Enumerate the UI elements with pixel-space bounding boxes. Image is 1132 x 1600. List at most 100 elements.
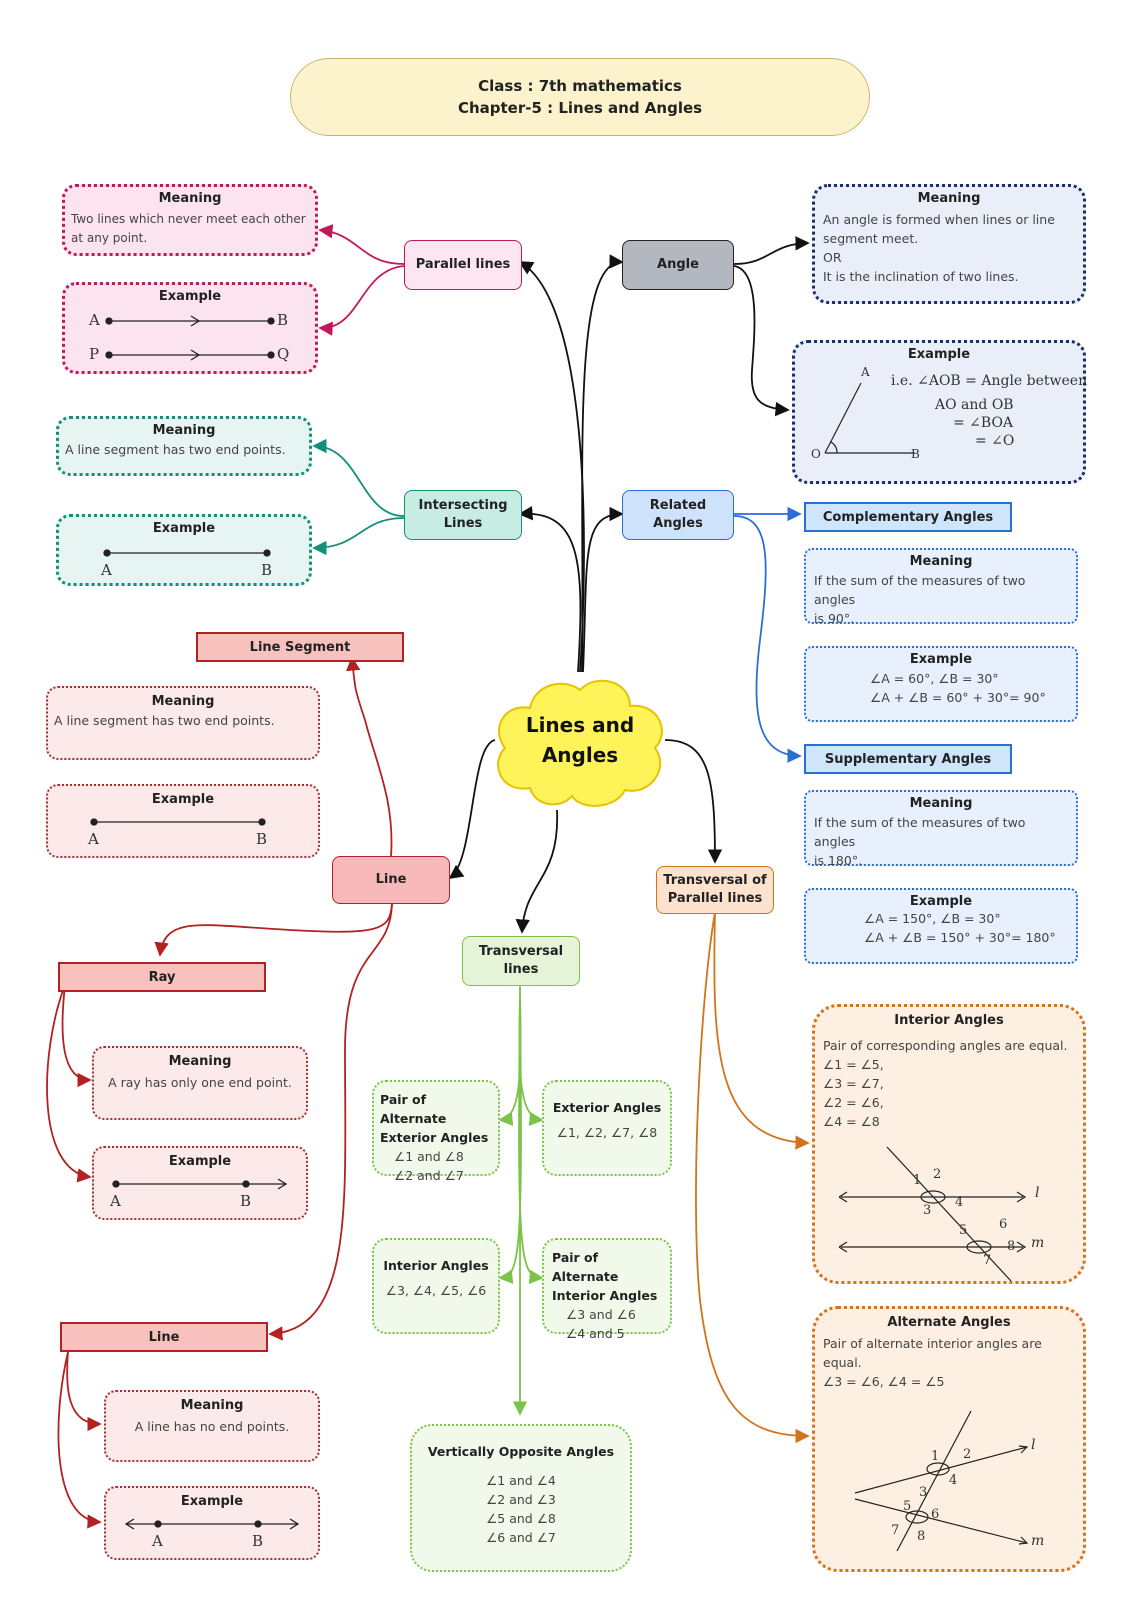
node-line[interactable]: Line bbox=[332, 856, 450, 904]
interior-angles-small-box: Interior Angles ∠3, ∠4, ∠5, ∠6 bbox=[372, 1238, 500, 1334]
ray-example-title: Example bbox=[168, 1154, 232, 1169]
center-topic: Lines and Angles bbox=[505, 710, 655, 770]
angle-example-line2: AO and OB bbox=[935, 397, 1014, 413]
transversal-figure-alternate bbox=[854, 1410, 1029, 1552]
parallel-label-b: B bbox=[277, 311, 289, 329]
supplementary-example-box: Example ∠A = 150°, ∠B = 30° ∠A + ∠B = 15… bbox=[804, 888, 1078, 964]
complementary-example-box: Example ∠A = 60°, ∠B = 30° ∠A + ∠B = 60°… bbox=[804, 646, 1078, 722]
vertical-opposite-line3: ∠5 and ∠8 bbox=[486, 1511, 556, 1526]
parallel-label-a: A bbox=[89, 311, 100, 329]
intersecting-meaning-text: A line segment has two end points. bbox=[65, 442, 286, 457]
alt-exterior-line2: ∠2 and ∠7 bbox=[394, 1168, 464, 1183]
alternate-angles-line1: Pair of alternate interior angles are bbox=[823, 1336, 1042, 1351]
line-segment-meaning-title: Meaning bbox=[151, 694, 215, 709]
supplementary-header[interactable]: Supplementary Angles bbox=[804, 744, 1012, 774]
intersecting-example-box: Example A B bbox=[56, 514, 312, 586]
node-transversal-lines[interactable]: Transversal lines bbox=[462, 936, 580, 986]
int-fig-line-m: m bbox=[1031, 1235, 1045, 1251]
complementary-meaning-title: Meaning bbox=[909, 554, 973, 569]
line-sub-example-box: Example A B bbox=[104, 1486, 320, 1560]
exterior-angles-title: Exterior Angles bbox=[552, 1100, 662, 1115]
alt-interior-title-1: Pair of Alternate bbox=[552, 1250, 619, 1284]
alt-fig-n1: 1 bbox=[931, 1449, 940, 1464]
intersecting-line2: Lines bbox=[443, 516, 483, 531]
ray-header[interactable]: Ray bbox=[58, 962, 266, 992]
vertical-opposite-line2: ∠2 and ∠3 bbox=[486, 1492, 556, 1507]
line-segment-meaning-box: Meaning A line segment has two end point… bbox=[46, 686, 320, 760]
alt-fig-n3: 3 bbox=[919, 1485, 928, 1500]
alt-fig-line-l: l bbox=[1031, 1437, 1036, 1453]
alternate-angles-line2: equal. bbox=[823, 1355, 862, 1370]
line-sub-meaning-title: Meaning bbox=[180, 1398, 244, 1413]
angle-meaning-box: Meaning An angle is formed when lines or… bbox=[812, 184, 1086, 304]
transversal-line2: lines bbox=[503, 962, 539, 977]
parallel-label-q: Q bbox=[277, 345, 290, 363]
alternate-angles-box: Alternate Angles Pair of alternate inter… bbox=[812, 1306, 1086, 1572]
parallel-meaning-text-1: Two lines which never meet each other bbox=[71, 212, 306, 226]
alt-fig-n7: 7 bbox=[891, 1523, 900, 1538]
vertical-opposite-box: Vertically Opposite Angles ∠1 and ∠4 ∠2 … bbox=[410, 1424, 632, 1572]
interior-angles-line1: Pair of corresponding angles are equal. bbox=[823, 1038, 1068, 1053]
supplementary-meaning-title: Meaning bbox=[909, 796, 973, 811]
chapter-title: Chapter-5 : Lines and Angles bbox=[457, 99, 703, 117]
parallel-example-box: Example A B P Q bbox=[62, 282, 318, 374]
parallel-lines-figure bbox=[105, 315, 275, 361]
node-transversal-parallel[interactable]: Transversal of Parallel lines bbox=[656, 866, 774, 914]
line-sub-meaning-text: A line has no end points. bbox=[134, 1419, 290, 1434]
alt-fig-n2: 2 bbox=[963, 1447, 972, 1462]
intersecting-label-b: B bbox=[261, 561, 273, 579]
node-related-angles[interactable]: Related Angles bbox=[622, 490, 734, 540]
alt-exterior-line1: ∠1 and ∠8 bbox=[394, 1149, 464, 1164]
complementary-meaning-box: Meaning If the sum of the measures of tw… bbox=[804, 548, 1078, 626]
int-fig-n8: 8 bbox=[1007, 1239, 1016, 1254]
int-fig-n3: 3 bbox=[923, 1203, 932, 1218]
intersecting-label-a: A bbox=[101, 561, 112, 579]
alt-exterior-box: Pair of Alternate Exterior Angles ∠1 and… bbox=[372, 1080, 500, 1183]
supplementary-example-line1: ∠A = 150°, ∠B = 30° bbox=[864, 911, 1001, 926]
int-fig-n6: 6 bbox=[999, 1217, 1008, 1232]
angle-meaning-text-3: OR bbox=[823, 250, 842, 265]
alt-fig-line-m: m bbox=[1031, 1533, 1045, 1549]
line-segment-header[interactable]: Line Segment bbox=[196, 632, 404, 662]
angle-meaning-text-4: It is the inclination of two lines. bbox=[823, 269, 1019, 284]
alt-interior-line1: ∠3 and ∠6 bbox=[566, 1307, 636, 1322]
complementary-header[interactable]: Complementary Angles bbox=[804, 502, 1012, 532]
angle-example-line1: i.e. ∠AOB = Angle between bbox=[891, 373, 1088, 389]
ray-label-b: B bbox=[240, 1192, 252, 1210]
line-sub-meaning-box: Meaning A line has no end points. bbox=[104, 1390, 320, 1462]
exterior-angles-line1: ∠1, ∠2, ∠7, ∠8 bbox=[556, 1125, 658, 1140]
interior-angles-line2: ∠1 = ∠5, bbox=[823, 1057, 884, 1072]
line-sub-label-b: B bbox=[252, 1532, 264, 1550]
alt-fig-n8: 8 bbox=[917, 1529, 926, 1544]
supplementary-meaning-text-2: is 180°. bbox=[814, 853, 863, 868]
complementary-example-line1: ∠A = 60°, ∠B = 30° bbox=[870, 671, 999, 686]
interior-angles-small-line1: ∠3, ∠4, ∠5, ∠6 bbox=[385, 1283, 487, 1298]
angle-point-b: B bbox=[911, 447, 920, 461]
node-intersecting-lines[interactable]: Intersecting Lines bbox=[404, 490, 522, 540]
transversal-line1: Transversal bbox=[478, 944, 564, 959]
ray-example-box: Example A B bbox=[92, 1146, 308, 1220]
center-cloud bbox=[497, 679, 663, 807]
supplementary-example-line2: ∠A + ∠B = 150° + 30°= 180° bbox=[864, 930, 1056, 945]
int-fig-n2: 2 bbox=[933, 1167, 942, 1182]
complementary-example-title: Example bbox=[909, 652, 973, 667]
intersecting-meaning-title: Meaning bbox=[152, 423, 216, 438]
center-line2: Angles bbox=[541, 743, 619, 767]
exterior-angles-box: Exterior Angles ∠1, ∠2, ∠7, ∠8 bbox=[542, 1080, 672, 1176]
parallel-label-p: P bbox=[89, 345, 100, 363]
complementary-meaning-text-2: is 90°. bbox=[814, 611, 855, 626]
vertical-opposite-line1: ∠1 and ∠4 bbox=[486, 1473, 556, 1488]
vertical-opposite-line4: ∠6 and ∠7 bbox=[486, 1530, 556, 1545]
line-sub-header[interactable]: Line bbox=[60, 1322, 268, 1352]
angle-example-line4: = ∠O bbox=[975, 433, 1015, 449]
angle-example-title: Example bbox=[907, 347, 971, 362]
intersecting-line1: Intersecting bbox=[418, 498, 508, 513]
alt-interior-title-2: Interior Angles bbox=[552, 1288, 658, 1303]
ray-figure bbox=[112, 1178, 288, 1190]
line-segment-example-box: Example A B bbox=[46, 784, 320, 858]
node-angle[interactable]: Angle bbox=[622, 240, 734, 290]
node-parallel-lines[interactable]: Parallel lines bbox=[404, 240, 522, 290]
int-fig-n5: 5 bbox=[959, 1223, 968, 1238]
supplementary-example-title: Example bbox=[909, 894, 973, 909]
ray-meaning-title: Meaning bbox=[168, 1054, 232, 1069]
